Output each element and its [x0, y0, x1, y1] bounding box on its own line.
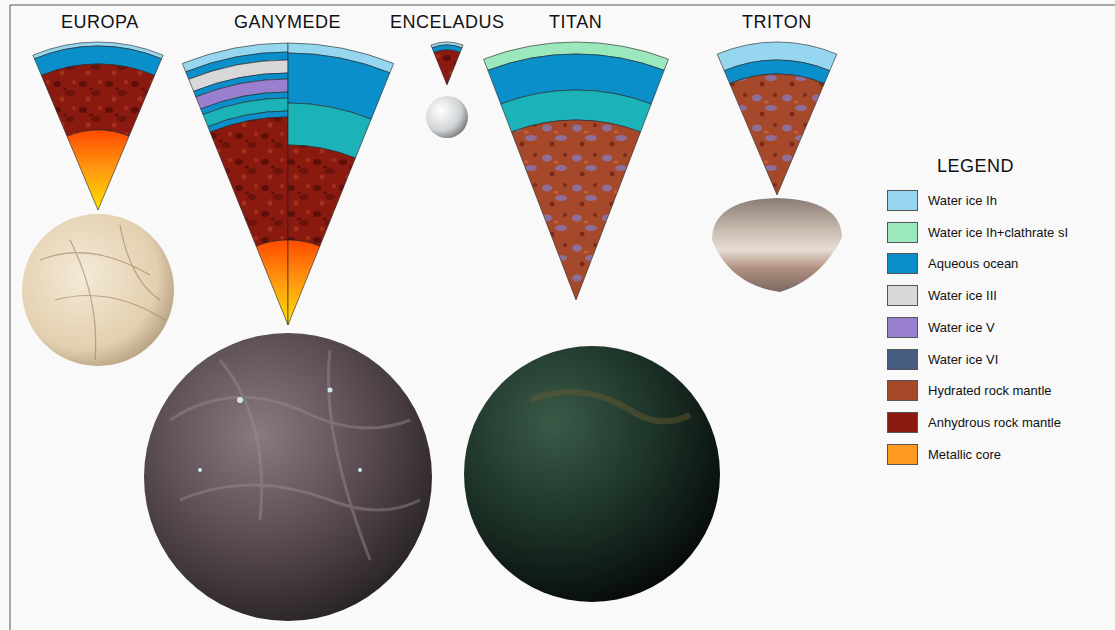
legend-label: Anhydrous rock mantle	[928, 415, 1061, 430]
interior-layer	[256, 240, 288, 325]
legend-heading: LEGEND	[937, 156, 1014, 177]
moon-name: EUROPA	[61, 12, 139, 33]
moon-name: TRITON	[742, 12, 812, 33]
legend-label: Water ice VI	[928, 352, 998, 367]
moon-name: GANYMEDE	[234, 12, 341, 33]
legend-swatch	[887, 444, 918, 465]
legend-swatch	[887, 285, 918, 306]
interior-layer	[41, 64, 154, 136]
moon-name: ENCELADUS	[390, 12, 505, 33]
legend-swatch	[887, 190, 918, 211]
legend-swatch	[887, 222, 918, 243]
legend-label: Aqueous ocean	[928, 256, 1018, 271]
legend-label: Water ice III	[928, 288, 997, 303]
interior-layer	[288, 240, 320, 325]
legend-swatch	[887, 412, 918, 433]
legend-label: Metallic core	[928, 447, 1001, 462]
interior-layer	[511, 120, 640, 300]
legend-swatch	[887, 317, 918, 338]
legend-label: Hydrated rock mantle	[928, 383, 1052, 398]
interior-layer	[210, 117, 288, 246]
interior-layer	[67, 130, 129, 210]
legend-label: Water ice Ih+clathrate sI	[928, 225, 1068, 240]
legend-label: Water ice Ih	[928, 193, 997, 208]
legend-swatch	[887, 253, 918, 274]
legend-swatch	[887, 349, 918, 370]
legend-label: Water ice V	[928, 320, 995, 335]
legend-swatch	[887, 380, 918, 401]
moon-name: TITAN	[549, 12, 602, 33]
interior-layer	[288, 145, 355, 246]
interior-layer	[730, 74, 825, 195]
interior-layer	[434, 50, 460, 85]
